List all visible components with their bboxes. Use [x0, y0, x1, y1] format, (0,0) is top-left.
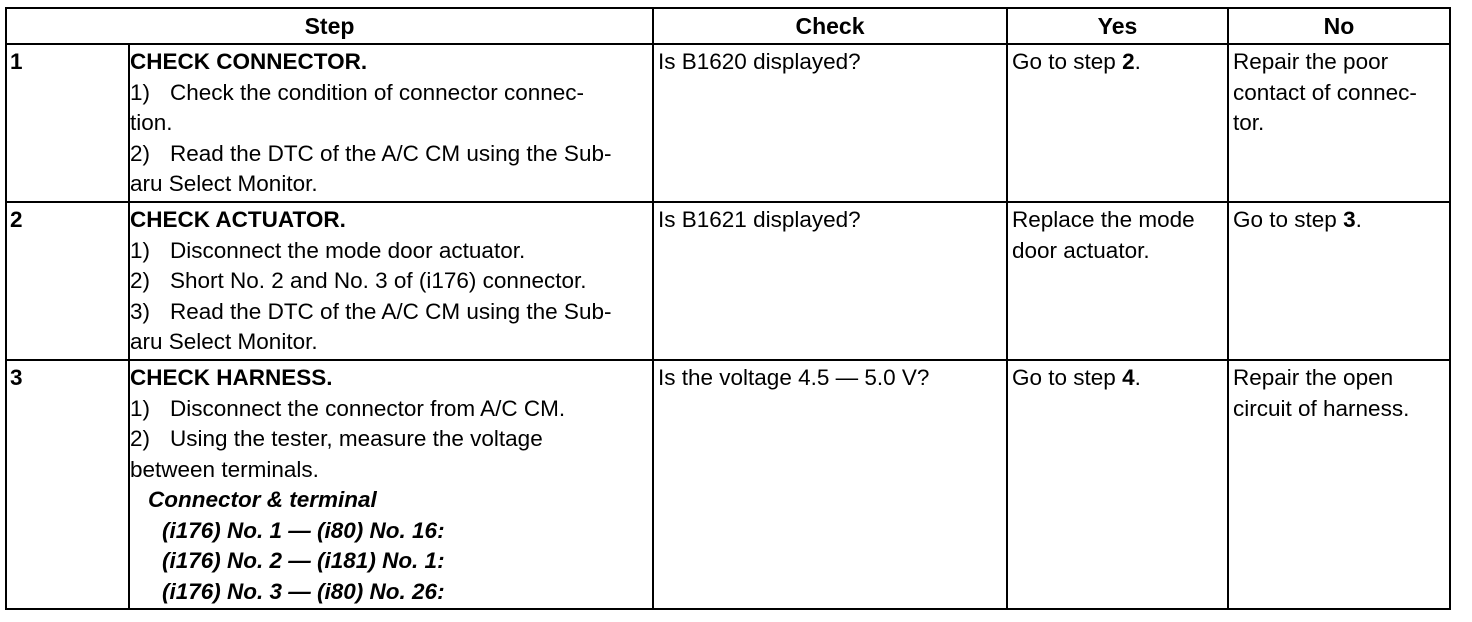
step-line: 3)Read the DTC of the A/C CM using the S… [130, 298, 612, 324]
yes-cell: Go to step 2. [1006, 43, 1229, 203]
no-cell: Repair the open circuit of harness. [1227, 359, 1451, 610]
table-row: 2 CHECK ACTUATOR. 1)Disconnect the mode … [5, 201, 1451, 361]
diagnostic-table: Step Check Yes No 1 CHECK CONNECTOR. 1)C… [5, 7, 1451, 610]
diagnostic-table-container: Step Check Yes No 1 CHECK CONNECTOR. 1)C… [5, 7, 1451, 610]
step-number: 2 [5, 201, 130, 361]
no-cell: Repair the poor contact of connec- tor. [1227, 43, 1451, 203]
step-description: CHECK ACTUATOR. 1)Disconnect the mode do… [128, 201, 654, 361]
step-line: 2)Short No. 2 and No. 3 of (i176) connec… [130, 268, 587, 293]
step-line: tion. [130, 110, 173, 135]
step-title: CHECK ACTUATOR. [130, 207, 346, 232]
no-cell: Go to step 3. [1227, 201, 1451, 361]
step-description: CHECK HARNESS. 1)Disconnect the connecto… [128, 359, 654, 610]
header-step: Step [5, 7, 654, 45]
step-line: aru Select Monitor. [130, 329, 318, 354]
table-row: 1 CHECK CONNECTOR. 1)Check the condition… [5, 43, 1451, 203]
step-line: 2)Using the tester, measure the voltage [130, 426, 543, 451]
check-cell: Is B1621 displayed? [652, 201, 1008, 361]
step-line: 1)Check the condition of connector conne… [130, 79, 584, 105]
yes-cell: Replace the mode door actuator. [1006, 201, 1229, 361]
header-no: No [1227, 7, 1451, 45]
step-title: CHECK CONNECTOR. [130, 49, 368, 74]
step-number: 3 [5, 359, 130, 610]
check-cell: Is the voltage 4.5 — 5.0 V? [652, 359, 1008, 610]
step-title: CHECK HARNESS. [130, 365, 333, 390]
step-description: CHECK CONNECTOR. 1)Check the condition o… [128, 43, 654, 203]
step-line: aru Select Monitor. [130, 171, 318, 196]
step-line: 1)Disconnect the connector from A/C CM. [130, 395, 566, 421]
connector-terminal-heading: Connector & terminal [148, 487, 377, 512]
check-cell: Is B1620 displayed? [652, 43, 1008, 203]
terminal-pair: (i176) No. 3 — (i80) No. 26: [162, 578, 445, 604]
table-row: 3 CHECK HARNESS. 1)Disconnect the connec… [5, 359, 1451, 610]
yes-cell: Go to step 4. [1006, 359, 1229, 610]
step-line: 2)Read the DTC of the A/C CM using the S… [130, 140, 612, 166]
terminal-pair: (i176) No. 2 — (i181) No. 1: [162, 548, 445, 573]
step-line: 1)Disconnect the mode door actuator. [130, 237, 526, 263]
step-number: 1 [5, 43, 130, 203]
terminal-pair: (i176) No. 1 — (i80) No. 16: [162, 517, 445, 543]
step-line: between terminals. [130, 456, 319, 482]
header-row: Step Check Yes No [5, 7, 1451, 45]
header-yes: Yes [1006, 7, 1229, 45]
header-check: Check [652, 7, 1008, 45]
